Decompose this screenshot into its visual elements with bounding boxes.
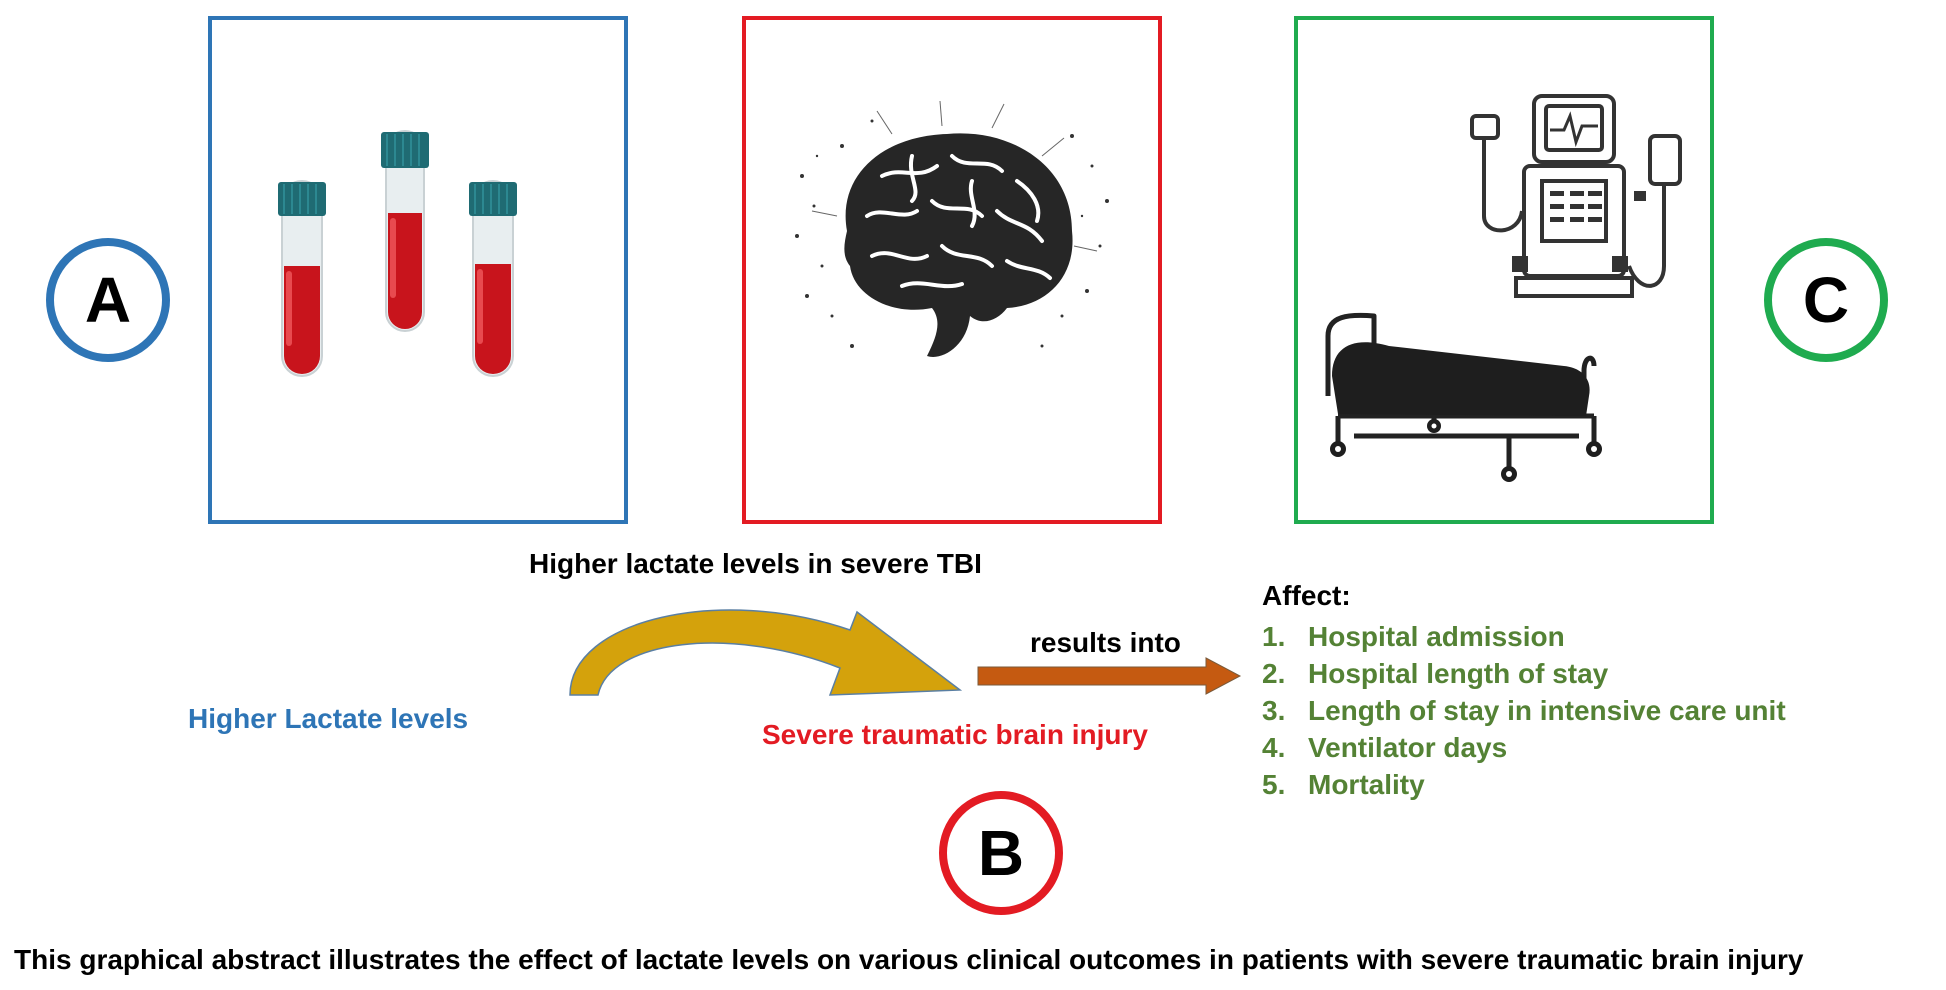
hospital-bed-icon [1325,312,1602,482]
list-item-number: 3. [1262,695,1286,726]
flow-arrow-label: results into [1030,627,1181,658]
list-item: 2. Hospital length of stay [1262,655,1786,692]
curved-arrow-icon [569,609,963,696]
list-item: 1. Hospital admission [1262,618,1786,655]
flow-top-label: Higher lactate levels in severe TBI [529,548,982,579]
right-arrow-icon [977,657,1242,695]
panel-a-letter: A [84,264,132,336]
list-item-text: Ventilator days [1308,732,1508,763]
list-item-number: 5. [1262,769,1286,800]
panel-b-letter-circle: B [939,791,1063,915]
list-item-number: 4. [1262,732,1286,763]
panel-c-outcomes [1294,16,1714,524]
panel-c-letter: C [1802,264,1850,336]
affect-heading: Affect: [1262,580,1351,611]
caption: This graphical abstract illustrates the … [14,944,1804,975]
list-item-text: Mortality [1308,769,1425,800]
list-item: 3. Length of stay in intensive care unit [1262,692,1786,729]
flow-target-label: Severe traumatic brain injury [762,719,1148,750]
list-item: 5. Mortality [1262,766,1786,803]
list-item: 4. Ventilator days [1262,729,1786,766]
blood-tubes-icon [278,130,517,377]
list-item-text: Hospital admission [1308,621,1565,652]
list-item-text: Hospital length of stay [1308,658,1609,689]
list-item-text: Length of stay in intensive care unit [1308,695,1786,726]
panel-b-tbi [742,16,1162,524]
panel-a-lactate [208,16,628,524]
flow-source-label: Higher Lactate levels [188,703,469,734]
list-item-number: 1. [1262,621,1286,652]
brain-icon [795,100,1109,357]
ventilator-icon [1470,94,1682,298]
panel-c-letter-circle: C [1764,238,1888,362]
panel-a-letter-circle: A [46,238,170,362]
panel-b-letter: B [977,817,1025,889]
list-item-number: 2. [1262,658,1286,689]
affect-list: 1. Hospital admission 2. Hospital length o… [1262,618,1786,803]
